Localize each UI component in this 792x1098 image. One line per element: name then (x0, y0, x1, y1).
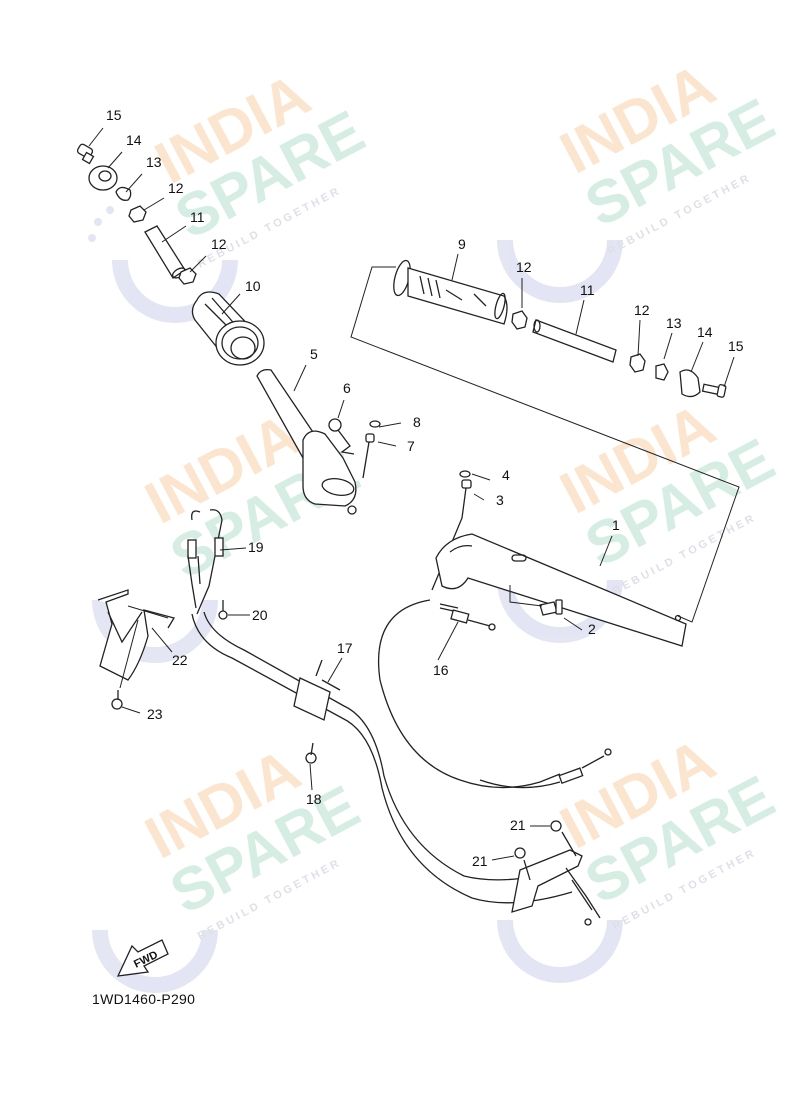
callout-12: 12 (211, 236, 227, 252)
callout-7: 7 (407, 438, 415, 454)
left-grip-stack (76, 143, 265, 366)
watermark-bottom-right: INDIA SPARE REBUILD TOGETHER (497, 726, 785, 983)
callout-4: 4 (502, 467, 510, 483)
callout-12: 12 (168, 180, 184, 196)
watermark-top-right: INDIA SPARE REBUILD TOGETHER (497, 51, 785, 303)
throttle-cable (378, 599, 612, 789)
callout-10: 10 (245, 278, 261, 294)
callout-16: 16 (433, 662, 449, 678)
right-handlebar (431, 470, 687, 647)
callout-14: 14 (126, 132, 142, 148)
left-handlebar-parts (256, 368, 381, 515)
reference-code: 1WD1460-P290 (92, 991, 196, 1007)
brake-hose-assembly (97, 509, 601, 926)
callout-12: 12 (634, 302, 650, 318)
right-grip-row (350, 259, 740, 623)
callout-1: 1 (612, 517, 620, 533)
callout-23: 23 (147, 706, 163, 722)
callout-12: 12 (516, 259, 532, 275)
watermark-bottom-left: INDIA SPARE REBUILD TOGETHER (92, 736, 370, 993)
callout-11: 11 (190, 209, 205, 225)
callout-18: 18 (306, 791, 322, 807)
callout-13: 13 (666, 315, 682, 331)
fwd-direction-arrow-icon: FWD (116, 939, 169, 977)
callout-19: 19 (248, 539, 264, 555)
callout-8: 8 (413, 414, 421, 430)
callout-20: 20 (252, 607, 268, 623)
callout-22: 22 (172, 652, 188, 668)
callout-6: 6 (343, 380, 351, 396)
callout-3: 3 (496, 492, 504, 508)
callout-21: 21 (472, 853, 488, 869)
callout-9: 9 (458, 236, 466, 252)
callout-11: 11 (580, 282, 595, 298)
callout-13: 13 (146, 154, 162, 170)
callout-2: 2 (588, 621, 596, 637)
callout-numbers: 1234567891011111212121213131414151516171… (106, 107, 744, 869)
leader-lines (88, 127, 735, 861)
callout-14: 14 (697, 324, 713, 340)
callout-21: 21 (510, 817, 526, 833)
watermark-top-left: INDIA SPARE REBUILD TOGETHER (88, 61, 375, 323)
callout-17: 17 (337, 640, 353, 656)
callout-15: 15 (106, 107, 122, 123)
callout-15: 15 (728, 338, 744, 354)
callout-5: 5 (310, 346, 318, 362)
